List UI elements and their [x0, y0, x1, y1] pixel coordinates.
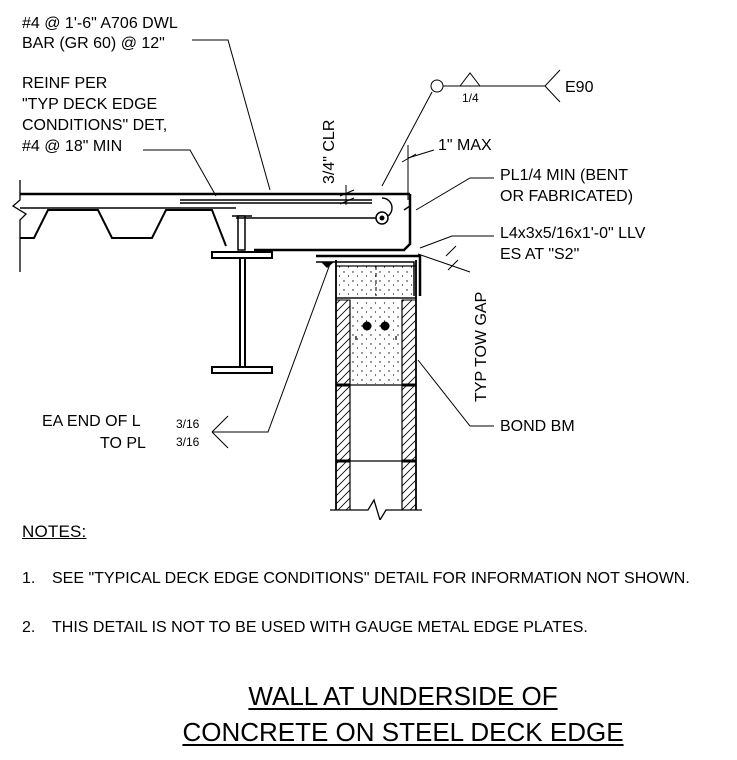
- note-item: 1. SEE "TYPICAL DECK EDGE CONDITIONS" DET…: [22, 570, 690, 588]
- end-weld-callout-line1: EA END OF L: [42, 413, 141, 430]
- plate-callout-line2: OR FABRICATED): [500, 188, 633, 205]
- steel-angle: [316, 254, 422, 296]
- shear-stud: [232, 215, 252, 251]
- leader-lines: [143, 39, 561, 449]
- note-number: 2.: [22, 619, 36, 636]
- edge-rebar: [236, 197, 393, 225]
- dowel-callout-line1: #4 @ 1'-6" A706 DWL: [22, 15, 178, 32]
- end-weld-size-top: 3/16: [176, 417, 200, 431]
- steel-beam: [211, 251, 273, 374]
- reinf-callout-line4: #4 @ 18" MIN: [22, 138, 122, 155]
- bond-beam-label: BOND BM: [500, 418, 575, 435]
- max-gap-label: 1" MAX: [438, 137, 492, 154]
- note-item: 2. THIS DETAIL IS NOT TO BE USED WITH GAU…: [22, 619, 588, 637]
- clearance-label: 3/4" CLR: [321, 120, 338, 184]
- weld-mark-left: [321, 262, 334, 268]
- weld-size-top: 1/4: [462, 91, 479, 105]
- bent-edge-plate: [254, 194, 412, 252]
- angle-callout-line1: L4x3x5/16x1'-0" LLV: [500, 225, 646, 242]
- cmu-wall: [330, 260, 422, 520]
- reinf-callout-line1: REINF PER: [22, 75, 107, 92]
- weld-electrode-label: E90: [565, 79, 594, 96]
- detail-title-line2: CONCRETE ON STEEL DECK EDGE: [182, 717, 624, 747]
- reinf-callout-line3: CONDITIONS" DET,: [22, 117, 167, 134]
- note-text: SEE "TYPICAL DECK EDGE CONDITIONS" DETAI…: [52, 570, 690, 587]
- dowel-callout-line2: BAR (GR 60) @ 12": [22, 35, 165, 52]
- section-detail-drawing: #4 @ 1'-6" A706 DWL BAR (GR 60) @ 12" RE…: [11, 15, 646, 520]
- angle-callout-line2: ES AT "S2": [500, 246, 579, 263]
- metal-deck: [20, 209, 227, 247]
- detail-title-line1: WALL AT UNDERSIDE OF: [248, 681, 558, 711]
- note-text: THIS DETAIL IS NOT TO BE USED WITH GAUGE…: [52, 619, 588, 636]
- dowel-bar: [180, 199, 372, 204]
- plate-callout-line1: PL1/4 MIN (BENT: [500, 167, 628, 184]
- note-number: 1.: [22, 570, 36, 587]
- end-weld-callout-line2: TO PL: [100, 435, 146, 452]
- reinf-callout-line2: "TYP DECK EDGE: [22, 96, 157, 113]
- tow-gap-label: TYP TOW GAP: [473, 292, 490, 402]
- notes-heading: NOTES:: [22, 522, 87, 541]
- end-weld-size-bottom: 3/16: [176, 435, 200, 449]
